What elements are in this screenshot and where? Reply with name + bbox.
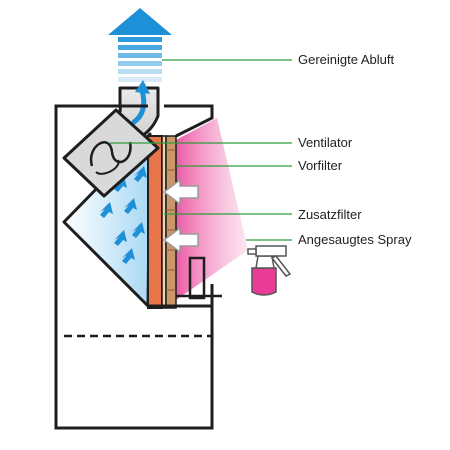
label-additional-filter: Zusatzfilter (298, 207, 362, 222)
leader-lines (110, 59, 292, 241)
label-spray: Angesaugtes Spray (298, 232, 412, 247)
spray-zone (176, 118, 248, 300)
label-prefilter: Vorfilter (298, 158, 343, 173)
booth-grille (176, 256, 222, 300)
filter-stack (147, 135, 177, 309)
fan-icon (62, 108, 160, 198)
airflow-arrow-icon (100, 166, 147, 264)
booth-top (175, 112, 214, 138)
label-fan: Ventilator (298, 135, 353, 150)
suction-arrow-icon (162, 178, 199, 254)
spray-bottle-icon (247, 245, 292, 296)
booth-bottom (148, 284, 214, 308)
exhaust-arrow-icon (108, 8, 172, 82)
label-exhaust: Gereinigte Abluft (298, 52, 395, 67)
